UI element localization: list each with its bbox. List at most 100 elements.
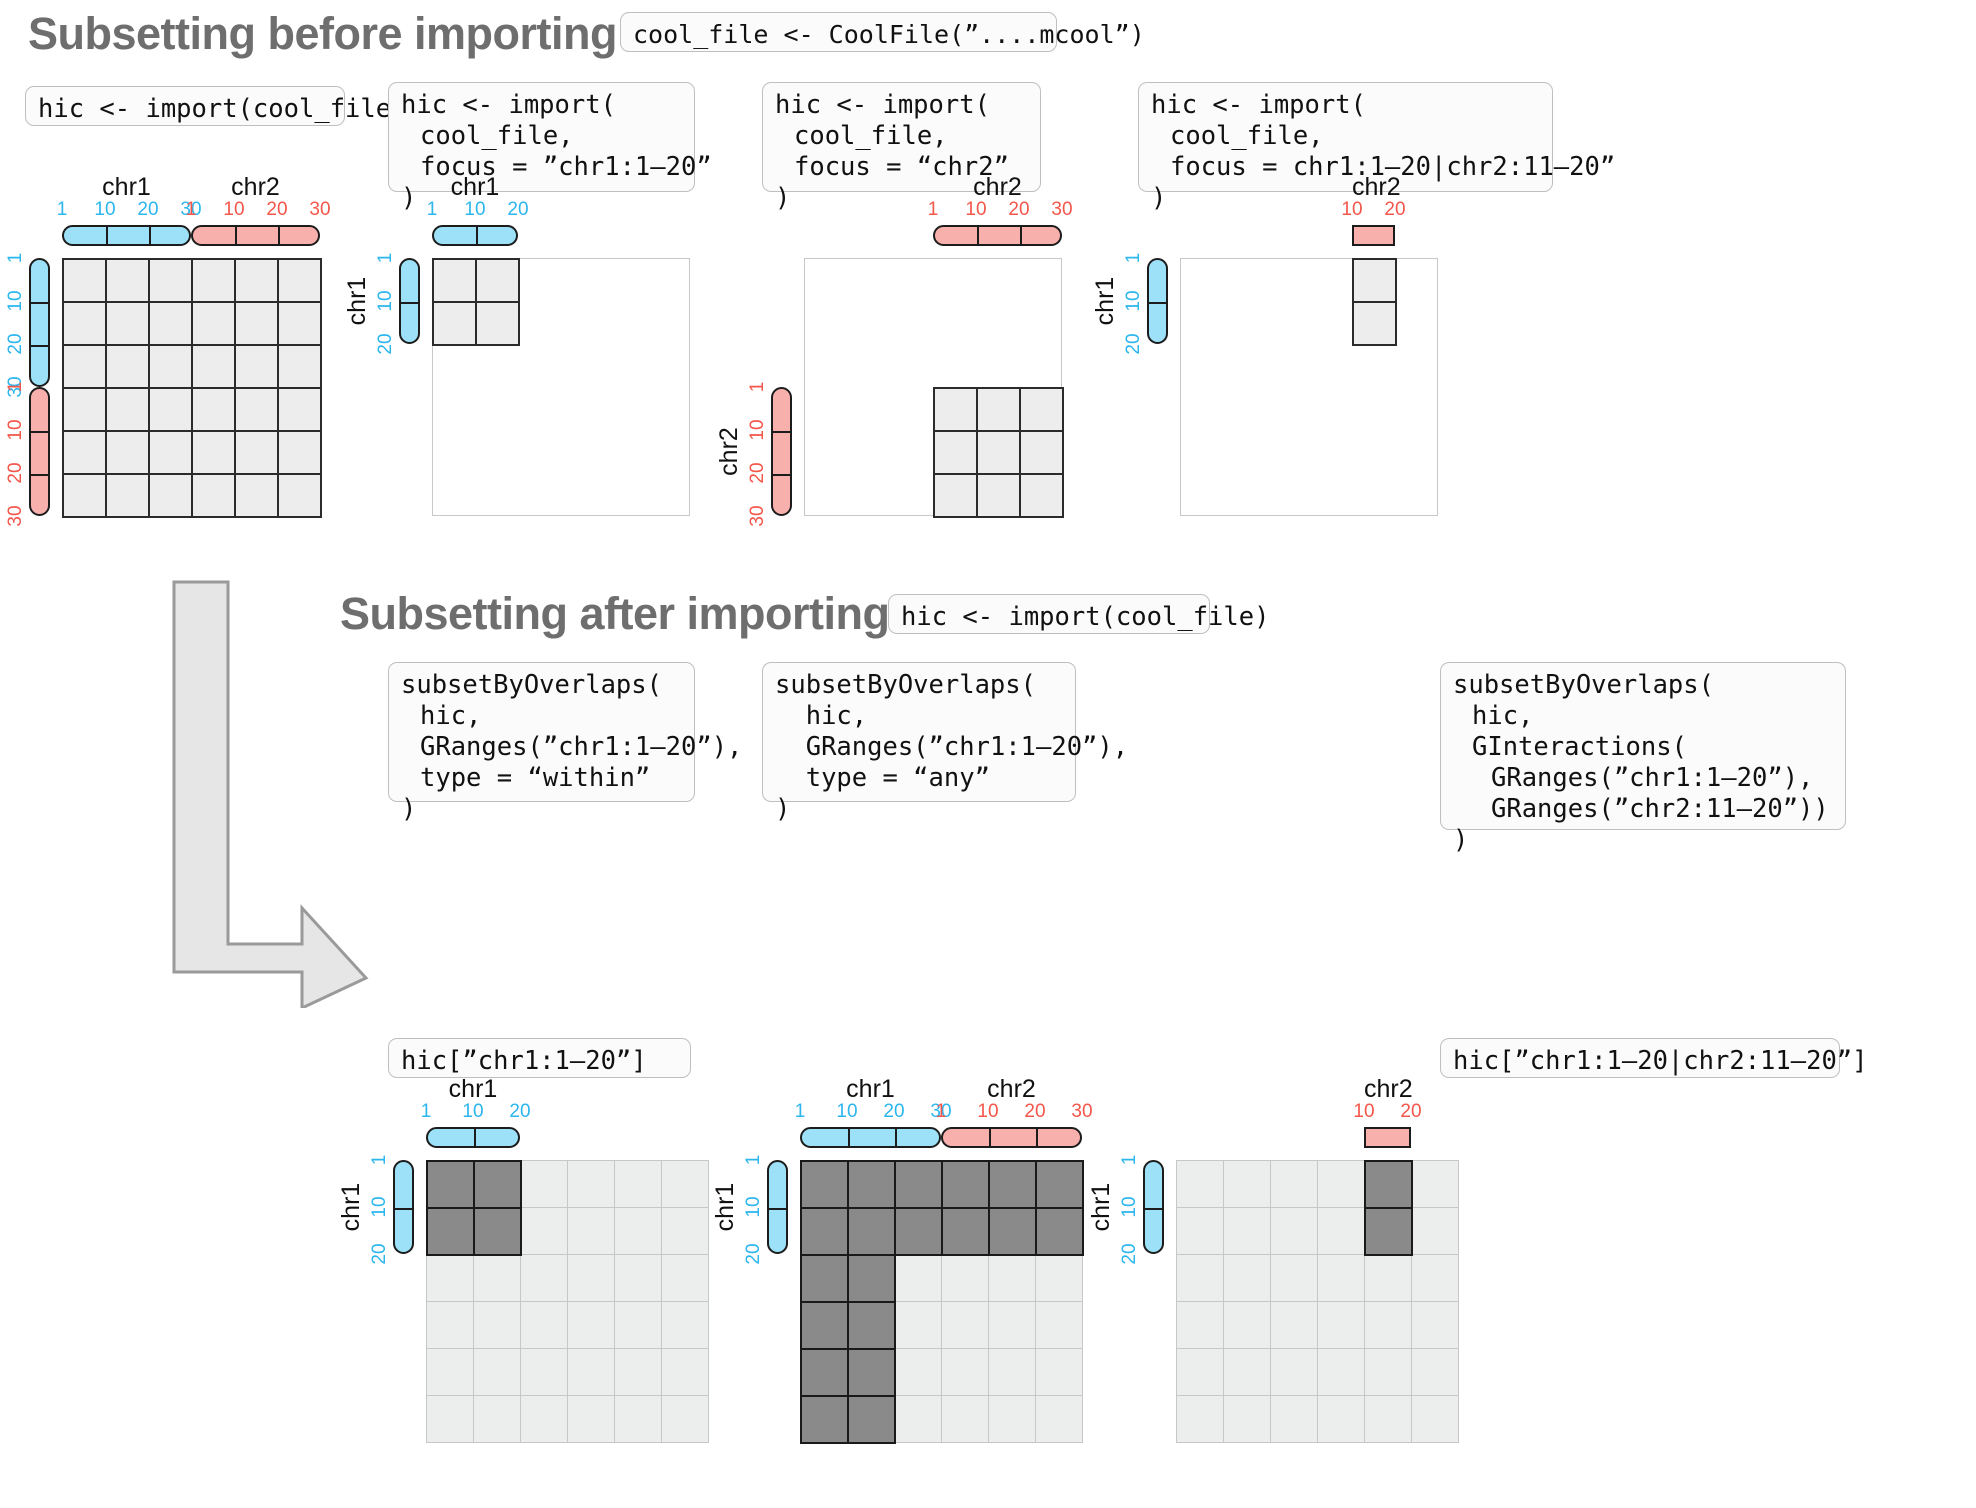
matrix-cell <box>1035 1301 1084 1350</box>
tick-label: 10 <box>965 199 987 220</box>
ideogram-divider <box>31 301 48 305</box>
matrix-cell <box>1223 1254 1272 1303</box>
matrix-cell <box>148 473 193 518</box>
matrix-cell <box>567 1160 616 1209</box>
matrix-cell <box>976 473 1021 518</box>
matrix-cell-highlighted <box>847 1395 897 1445</box>
matrix-outline <box>1180 258 1438 516</box>
matrix-cell <box>62 301 107 346</box>
matrix-cell <box>473 1395 522 1444</box>
matrix-cell <box>473 1254 522 1303</box>
matrix-cell <box>520 1348 569 1397</box>
matrix-cell <box>191 301 236 346</box>
tick-label: 10 <box>977 1101 999 1122</box>
header-code-import: hic <- import(cool_file) <box>888 594 1269 634</box>
code-line: type = “any” <box>805 763 990 793</box>
matrix-cell <box>426 1254 475 1303</box>
matrix-cell-highlighted <box>473 1207 523 1257</box>
ideogram-divider <box>976 227 980 244</box>
matrix-cell <box>941 1395 990 1444</box>
matrix-cell <box>1352 258 1397 303</box>
matrix-cell <box>1035 1254 1084 1303</box>
code-line: ) <box>775 183 791 213</box>
matrix-cell-highlighted <box>988 1207 1038 1257</box>
tick-label: 20 <box>1384 199 1406 220</box>
matrix-cell <box>1270 1348 1319 1397</box>
matrix-cell <box>976 430 1021 475</box>
matrix-cell <box>105 344 150 389</box>
matrix-cell-highlighted <box>988 1160 1038 1210</box>
code-overlaps-any: subsetByOverlaps( hic, GRanges(”chr1:1–2… <box>762 662 1128 824</box>
matrix-cell <box>661 1160 710 1209</box>
matrix-cell <box>1035 1348 1084 1397</box>
matrix-cell <box>426 1301 475 1350</box>
ideogram-divider <box>395 1207 412 1211</box>
ideogram-divider <box>1019 227 1023 244</box>
matrix-cell-highlighted <box>1035 1207 1085 1257</box>
ideogram-divider <box>473 1129 477 1146</box>
tick-label: 10 <box>743 1196 764 1218</box>
matrix-cell <box>62 344 107 389</box>
matrix-cell <box>277 344 322 389</box>
tick-label: 20 <box>747 462 768 484</box>
tick-label: 20 <box>507 199 529 220</box>
ideogram-divider <box>31 473 48 477</box>
matrix-cell <box>941 1301 990 1350</box>
matrix-cell <box>1176 1348 1225 1397</box>
matrix-cell <box>473 1348 522 1397</box>
ideogram-divider <box>31 430 48 434</box>
ideogram-bar-chr1 <box>1143 1160 1164 1254</box>
header-code-cool-file: cool_file <- CoolFile(”....mcool”) <box>620 12 1145 52</box>
ideogram-divider <box>988 1129 992 1146</box>
code-line: ) <box>401 183 417 213</box>
matrix-cell <box>1223 1395 1272 1444</box>
matrix-cell-highlighted <box>800 1254 850 1304</box>
matrix-cell <box>933 473 978 518</box>
ideogram-bar-chr1 <box>432 225 518 246</box>
ideogram-divider <box>234 227 238 244</box>
tick-label: 20 <box>375 333 396 355</box>
flow-arrow-icon <box>172 580 369 1008</box>
tick-label: 30 <box>1051 199 1073 220</box>
tick-label: 10 <box>747 419 768 441</box>
matrix-cell <box>277 473 322 518</box>
axis-name-chr2: chr2 <box>973 173 1022 201</box>
matrix-cell <box>614 1395 663 1444</box>
matrix-cell <box>1411 1254 1460 1303</box>
matrix-cell <box>234 473 279 518</box>
code-line: cool_file, <box>420 121 574 151</box>
ideogram-bar-chr2 <box>1352 225 1395 246</box>
ideogram-bar-chr2 <box>771 387 792 516</box>
axis-name-chr1: chr1 <box>450 173 500 201</box>
matrix-cell <box>661 1254 710 1303</box>
matrix-cell-highlighted <box>473 1160 523 1210</box>
code-line: hic, <box>805 701 868 731</box>
code-line: subsetByOverlaps( <box>1453 670 1714 700</box>
code-line: hic <- import( <box>1151 90 1366 120</box>
ideogram-divider <box>773 430 790 434</box>
matrix-cell <box>1176 1207 1225 1256</box>
matrix-cell <box>432 258 477 303</box>
matrix-cell-highlighted <box>1364 1207 1414 1257</box>
ideogram-bar-chr1 <box>62 225 191 246</box>
code-line: GRanges(”chr1:1–20”), <box>805 732 1129 762</box>
matrix-cell <box>941 1254 990 1303</box>
matrix-cell <box>1176 1254 1225 1303</box>
matrix-cell <box>62 430 107 475</box>
ideogram-bar-chr1 <box>393 1160 414 1254</box>
matrix-cell <box>234 344 279 389</box>
axis-name-chr2: chr2 <box>987 1075 1036 1103</box>
matrix-import-all: chr11102030chr21102030chr11102030chr2110… <box>0 173 350 527</box>
ideogram-divider <box>475 227 479 244</box>
axis-name-chr1: chr1 <box>343 276 371 326</box>
code-bracket-chr1: hic[”chr1:1–20”] <box>388 1038 691 1078</box>
matrix-cell <box>234 387 279 432</box>
tick-label: 1 <box>1119 1154 1140 1166</box>
axis-name-chr1: chr1 <box>1087 1182 1115 1232</box>
matrix-cell <box>191 344 236 389</box>
code-line: hic, <box>420 701 482 731</box>
